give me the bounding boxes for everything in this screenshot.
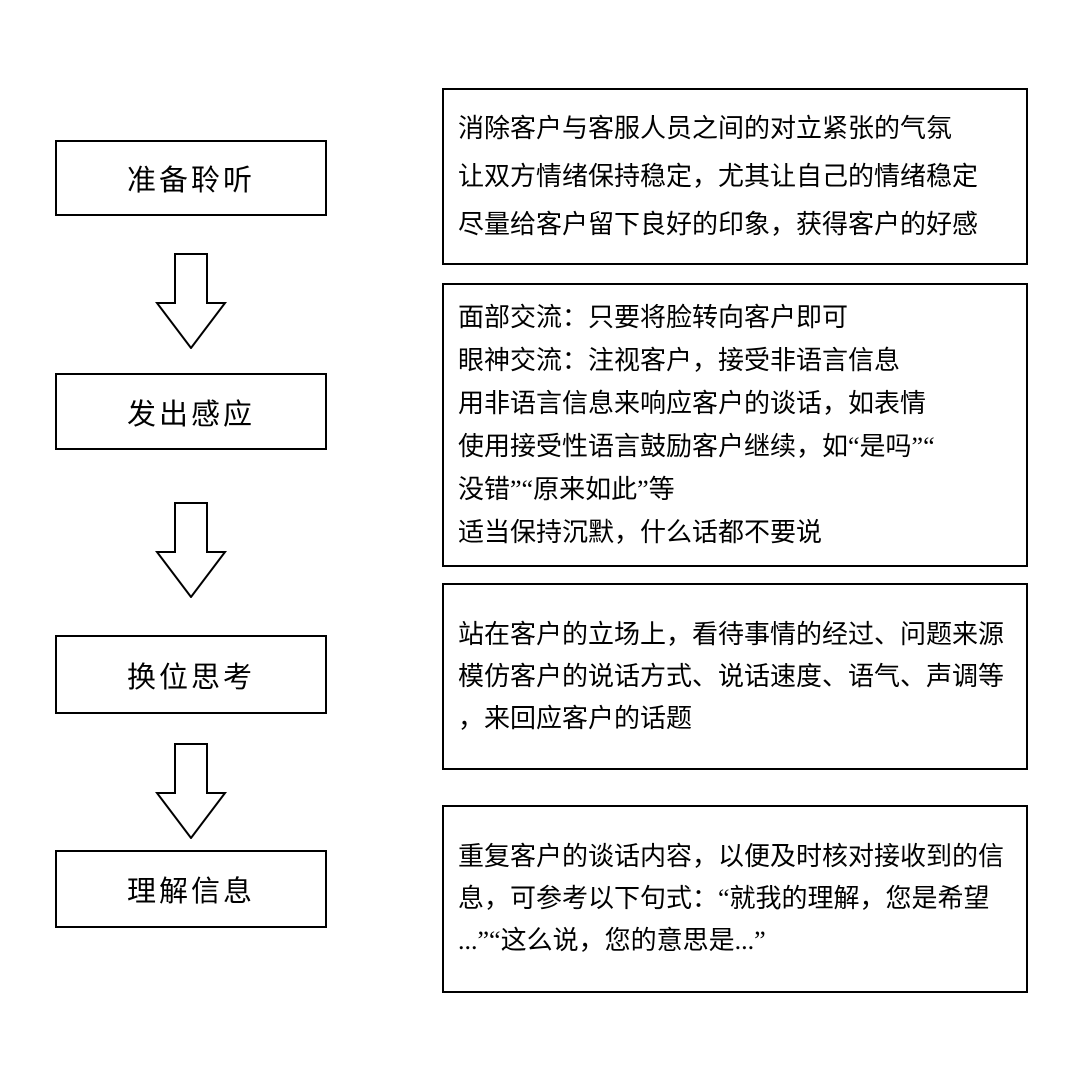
step-box-prepare-listening: 准备聆听 <box>55 140 327 216</box>
detail-line: 面部交流：只要将脸转向客户即可 <box>458 303 849 332</box>
detail-box-send-response: 面部交流：只要将脸转向客户即可 眼神交流：注视客户，接受非语言信息 用非语言信息… <box>442 283 1028 567</box>
detail-line: 模仿客户的说话方式、说话速度、语气、声调等 <box>458 661 1005 691</box>
detail-line: ...”“这么说，您的意思是...” <box>458 926 766 955</box>
step-label: 理解信息 <box>126 876 255 908</box>
detail-line: 让双方情绪保持稳定，尤其让自己的情绪稳定 <box>458 161 979 191</box>
detail-line: 站在客户的立场上，看待事情的经过、问题来源 <box>458 619 1005 649</box>
detail-line: 消除客户与客服人员之间的对立紧张的气氛 <box>458 113 953 143</box>
step-label: 准备聆听 <box>126 165 255 197</box>
detail-line: 没错”“原来如此”等 <box>458 475 675 504</box>
detail-line: 尽量给客户留下良好的印象，获得客户的好感 <box>458 209 979 239</box>
down-arrow-icon <box>155 502 227 598</box>
step-label: 换位思考 <box>126 661 255 694</box>
down-arrow-icon <box>155 743 227 839</box>
detail-line: 用非语言信息来响应客户的谈话，如表情 <box>458 389 927 418</box>
detail-line: 重复客户的谈话内容，以便及时核对接收到的信 <box>458 842 1005 871</box>
detail-line: 眼神交流：注视客户，接受非语言信息 <box>458 346 901 375</box>
detail-line: 使用接受性语言鼓励客户继续，如“是吗”“ <box>458 432 935 461</box>
detail-line: 息，可参考以下句式：“就我的理解，您是希望 <box>458 884 990 913</box>
down-arrow-icon <box>155 253 227 349</box>
step-label: 发出感应 <box>126 398 255 431</box>
step-box-perspective-taking: 换位思考 <box>55 635 327 714</box>
detail-line: 适当保持沉默，什么话都不要说 <box>458 518 823 547</box>
detail-box-prepare-listening: 消除客户与客服人员之间的对立紧张的气氛 让双方情绪保持稳定，尤其让自己的情绪稳定… <box>442 88 1028 265</box>
detail-box-understand-information: 重复客户的谈话内容，以便及时核对接收到的信 息，可参考以下句式：“就我的理解，您… <box>442 805 1028 993</box>
detail-line: ，来回应客户的话题 <box>458 703 693 733</box>
step-box-understand-information: 理解信息 <box>55 850 327 928</box>
detail-box-perspective-taking: 站在客户的立场上，看待事情的经过、问题来源 模仿客户的说话方式、说话速度、语气、… <box>442 583 1028 770</box>
step-box-send-response: 发出感应 <box>55 373 327 450</box>
